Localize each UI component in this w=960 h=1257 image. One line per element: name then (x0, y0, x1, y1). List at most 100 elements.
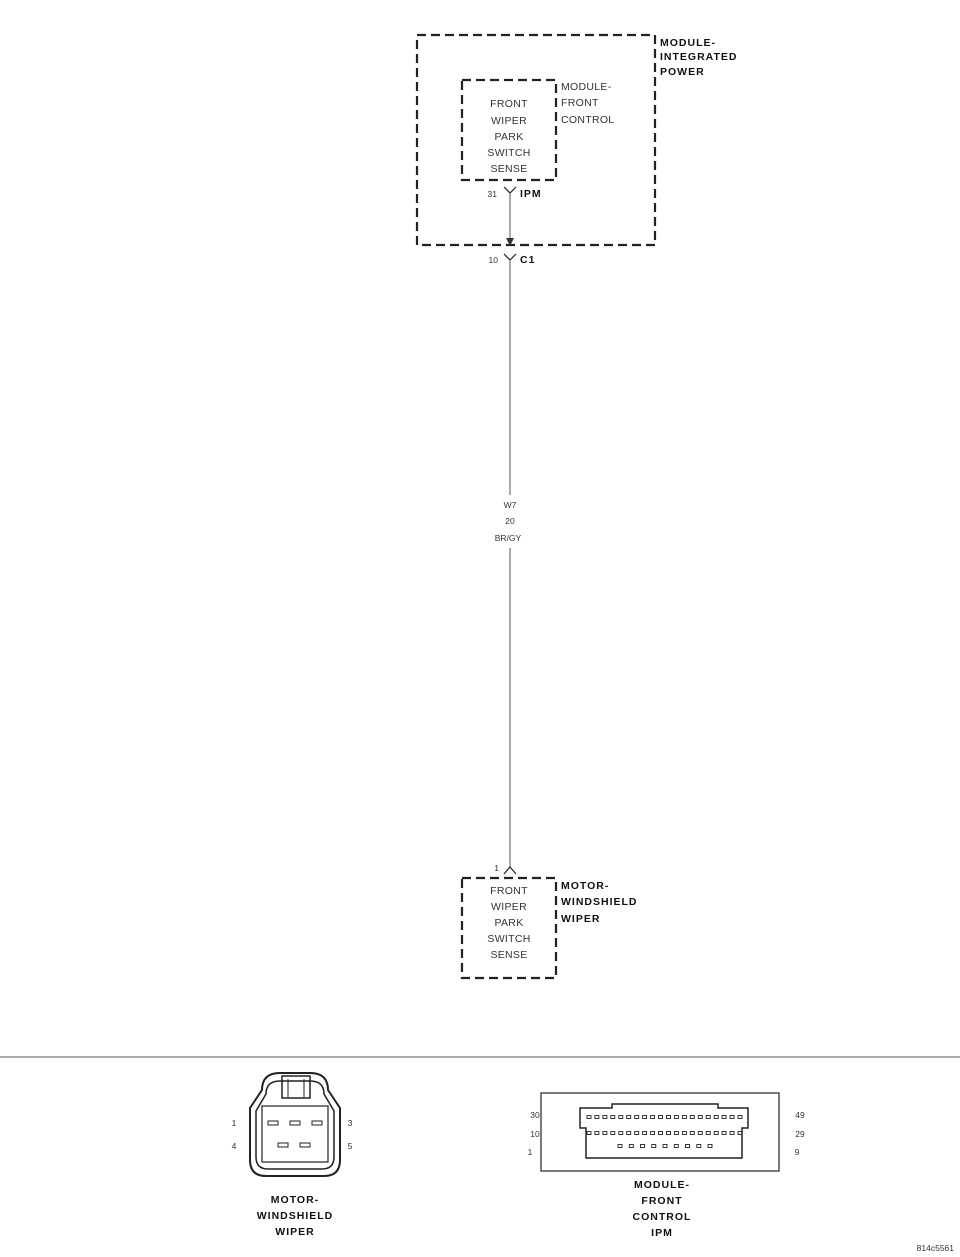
fcm-cavity (617, 1144, 623, 1148)
ipm-title: MODULE- INTEGRATED POWER (660, 37, 736, 78)
fcm-cavity (696, 1144, 702, 1148)
fcm-connector-view: 30 10 1 49 29 9 (528, 1092, 805, 1172)
front-control-name-line3: CONTROL (561, 114, 614, 126)
motor-cavity-5 (299, 1142, 311, 1148)
ipm-title-line1: MODULE- (660, 37, 716, 49)
fcm-cavity (628, 1144, 634, 1148)
front-control-boundary (460, 78, 558, 182)
c1-pin-number: 10 (489, 255, 499, 265)
ipm-connector-label: IPM (520, 188, 542, 200)
motor-cavity-3 (311, 1120, 323, 1126)
fcm-cavity (610, 1115, 616, 1119)
fcm-cavity (681, 1115, 687, 1119)
wire-gauge: 20 (505, 516, 515, 526)
motor-connector-outer (249, 1072, 341, 1177)
fcm-cavity (673, 1115, 679, 1119)
fcm-cavity (666, 1115, 671, 1119)
wire-label: W7 20 BR/GY (495, 500, 522, 543)
fcm-cavity (729, 1131, 735, 1135)
fcm-connector-shroud (579, 1103, 749, 1159)
fcm-cavity (586, 1131, 592, 1135)
fcm-connector-outline (540, 1092, 780, 1172)
ipm-boundary (415, 33, 657, 247)
fcm-view-title-line2: FRONT (641, 1195, 682, 1207)
fcm-cavity (666, 1131, 671, 1135)
fcm-cavity (634, 1115, 640, 1119)
fcm-cavity (642, 1131, 648, 1135)
c1-label: C1 (520, 254, 535, 266)
fcm-cavity (662, 1144, 668, 1148)
fcm-cavity (650, 1115, 656, 1119)
motor-pin-connector: 1 (494, 863, 517, 875)
fcm-pin-label-49: 49 (795, 1110, 805, 1120)
front-control-name-line2: FRONT (561, 97, 599, 109)
front-control-name: MODULE- FRONT CONTROL (561, 81, 614, 126)
fcm-cavity (721, 1115, 727, 1119)
motor-function-line4: SWITCH (487, 933, 530, 945)
figure-id: 814c5561 (917, 1243, 955, 1253)
fcm-view-title-line4: IPM (651, 1227, 673, 1239)
fcm-function-line1: FRONT (490, 98, 528, 110)
motor-cavity-2 (289, 1120, 301, 1126)
fcm-pin-label-9: 9 (795, 1147, 800, 1157)
fcm-cavity (586, 1115, 592, 1119)
fcm-cavity (658, 1131, 663, 1135)
wire-color: BR/GY (495, 533, 522, 543)
fcm-function-line5: SENSE (490, 163, 527, 175)
fcm-cavity (642, 1115, 648, 1119)
motor-pin-number: 1 (494, 863, 499, 873)
front-control-function: FRONT WIPER PARK SWITCH SENSE (487, 98, 530, 175)
motor-function-line3: PARK (494, 917, 523, 929)
fcm-cavity (713, 1115, 719, 1119)
fcm-cavity (705, 1131, 711, 1135)
fcm-pin-label-29: 29 (795, 1129, 805, 1139)
motor-title-line3: WIPER (561, 913, 600, 925)
motor-view-title-line2: WINDSHIELD (257, 1210, 334, 1222)
fcm-cavity (626, 1115, 632, 1119)
fcm-pin-label-30: 30 (530, 1110, 540, 1120)
fcm-cavity (640, 1144, 645, 1148)
fcm-cavity (602, 1131, 608, 1135)
fcm-cavity (651, 1144, 657, 1148)
fcm-cavity (689, 1131, 695, 1135)
wire-circuit: W7 (504, 500, 517, 510)
ipm-pin-symbol (503, 186, 517, 194)
wiper-motor-boundary (460, 876, 558, 980)
wiper-motor-function: FRONT WIPER PARK SWITCH SENSE (487, 885, 530, 961)
internal-wire-arrow (506, 238, 514, 246)
c1-connector: 10 C1 (489, 253, 535, 266)
motor-pin-label-4: 4 (232, 1141, 237, 1151)
motor-title-line1: MOTOR- (561, 880, 609, 892)
fcm-cavity (681, 1131, 687, 1135)
fcm-cavity (737, 1115, 743, 1119)
fcm-cavity (610, 1131, 616, 1135)
fcm-cavity (729, 1115, 735, 1119)
fcm-cavity (673, 1144, 679, 1148)
fcm-function-line2: WIPER (491, 115, 527, 127)
fcm-cavity (602, 1115, 608, 1119)
motor-function-line5: SENSE (490, 949, 527, 961)
motor-pin-symbol (503, 866, 517, 875)
ipm-pin-number: 31 (488, 189, 498, 199)
motor-connector-face (261, 1105, 329, 1163)
wiper-motor-title: MOTOR- WINDSHIELD WIPER (561, 880, 637, 925)
fcm-cavity (737, 1131, 743, 1135)
fcm-cavity-row-top (586, 1115, 743, 1119)
fcm-cavity (634, 1131, 640, 1135)
motor-view-title-line1: MOTOR- (271, 1194, 319, 1206)
motor-pin-label-5: 5 (348, 1141, 353, 1151)
motor-function-line2: WIPER (491, 901, 527, 913)
fcm-cavity (626, 1131, 632, 1135)
fcm-cavity (594, 1115, 600, 1119)
fcm-pin-label-1: 1 (528, 1147, 533, 1157)
motor-cavity-4 (277, 1142, 289, 1148)
fcm-cavity (721, 1131, 727, 1135)
motor-pin-label-1: 1 (232, 1118, 237, 1128)
fcm-cavity (697, 1115, 703, 1119)
front-control-name-line1: MODULE- (561, 81, 612, 93)
motor-connector-view: 1 3 4 5 (232, 1072, 353, 1177)
fcm-cavity (705, 1115, 711, 1119)
fcm-pin-label-10: 10 (530, 1129, 540, 1139)
fcm-function-line3: PARK (494, 131, 523, 143)
